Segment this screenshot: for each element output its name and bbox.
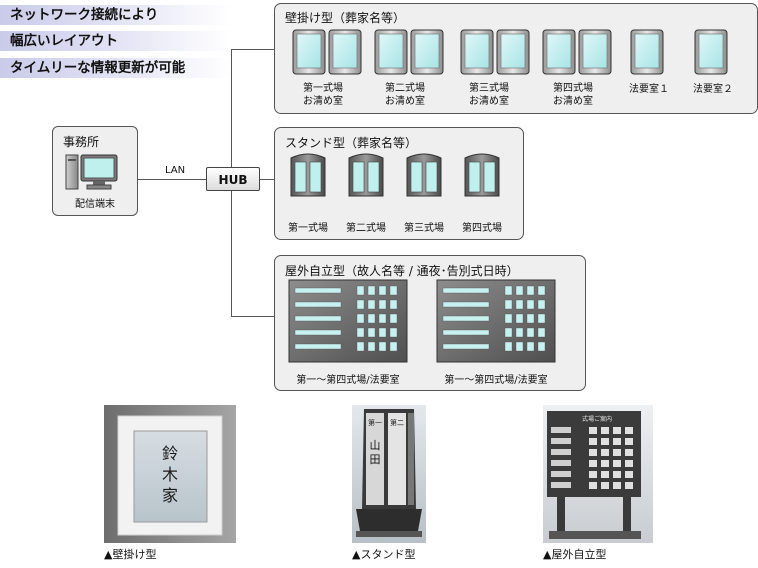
wall-branch-line	[231, 49, 274, 50]
stand-photo-char-1: 山	[370, 439, 381, 452]
outdoor-units-graphic	[288, 279, 556, 363]
stand-photo-caption: ▲スタンド型	[352, 548, 416, 561]
stand-group: スタンド型（葬家名等） 第一式場 第二式場 第三式場 第四式場	[274, 127, 524, 240]
outdoor-photo-header: 式場ご案内	[582, 415, 612, 423]
wall-display-icon	[292, 29, 326, 75]
stand-photo-tab-1: 第一	[368, 418, 382, 427]
stand-branch-line	[259, 179, 274, 180]
wall-group: 壁掛け型（葬家名等） 第一式場お清め室 第二式場お清め室 第三式場お清め室 第四式場お…	[274, 3, 758, 114]
outdoor-type-photo: 式場ご案内	[543, 405, 653, 543]
wall-display-icon	[542, 29, 576, 75]
stand-photo-char-2: 田	[370, 453, 381, 466]
stand-display-icon	[290, 153, 326, 197]
wall-units-graphic	[292, 29, 728, 75]
wall-photo-caption: ▲壁掛け型	[104, 548, 157, 561]
wall-unit-label: 第二式場お清め室	[385, 83, 425, 107]
wall-display-icon	[578, 29, 612, 75]
wall-display-icon	[694, 29, 728, 75]
headline-network: ネットワーク接続により	[0, 5, 232, 25]
wall-display-icon	[328, 29, 362, 75]
computer-icon	[65, 154, 118, 190]
outdoor-group-title: 屋外自立型（故人名等 / 通夜･告別式日時）	[285, 264, 519, 278]
wall-photo-char-3: 家	[162, 486, 178, 505]
wall-group-title: 壁掛け型（葬家名等）	[285, 11, 406, 25]
stand-display-icon	[406, 153, 442, 197]
stand-photo-tab-2: 第二	[390, 418, 404, 427]
outdoor-group: 屋外自立型（故人名等 / 通夜･告別式日時） 第一～第四式場/法要室 第一～第四式…	[274, 255, 586, 391]
office-box: 事務所 配信端末	[52, 126, 138, 216]
wall-display-icon	[496, 29, 530, 75]
outdoor-photo-caption: ▲屋外自立型	[543, 548, 607, 561]
wall-photo-char-1: 鈴	[162, 444, 178, 463]
outdoor-display-icon	[288, 279, 408, 363]
stand-unit-label: 第二式場	[346, 223, 386, 234]
stand-unit-label: 第一式場	[288, 223, 328, 234]
lan-label: LAN	[164, 165, 186, 176]
stand-unit-label: 第三式場	[404, 223, 444, 234]
stand-unit-label: 第四式場	[462, 223, 502, 234]
outdoor-branch-line	[231, 316, 274, 317]
headline-layout: 幅広いレイアウト	[0, 31, 232, 51]
stand-units-graphic	[290, 153, 500, 197]
stand-display-icon	[348, 153, 384, 197]
outdoor-display-icon	[436, 279, 556, 363]
lan-line	[137, 179, 207, 180]
office-title: 事務所	[63, 135, 100, 149]
stand-display-icon	[464, 153, 500, 197]
wall-type-photo: 鈴 木 家	[104, 405, 236, 543]
wall-display-icon	[630, 29, 664, 75]
stand-group-title: スタンド型（葬家名等）	[285, 136, 418, 150]
headline-update: タイムリーな情報更新が可能	[0, 58, 232, 78]
office-device-label: 配信端末	[75, 199, 115, 210]
hub-box: HUB	[206, 167, 260, 191]
wall-unit-label: 第三式場お清め室	[469, 83, 509, 107]
stand-type-photo: 第一 第二 山 田	[352, 405, 426, 543]
wall-display-icon	[460, 29, 494, 75]
wall-unit-label: 第一式場お清め室	[303, 83, 343, 107]
wall-photo-char-2: 木	[162, 465, 178, 484]
wall-unit-label: 第四式場お清め室	[553, 83, 593, 107]
wall-display-icon	[374, 29, 408, 75]
outdoor-unit-label: 第一～第四式場/法要室	[444, 375, 548, 386]
wall-unit-label: 法要室１	[629, 84, 669, 95]
wall-display-icon	[410, 29, 444, 75]
wall-unit-label: 法要室２	[693, 84, 733, 95]
outdoor-unit-label: 第一～第四式場/法要室	[296, 375, 400, 386]
